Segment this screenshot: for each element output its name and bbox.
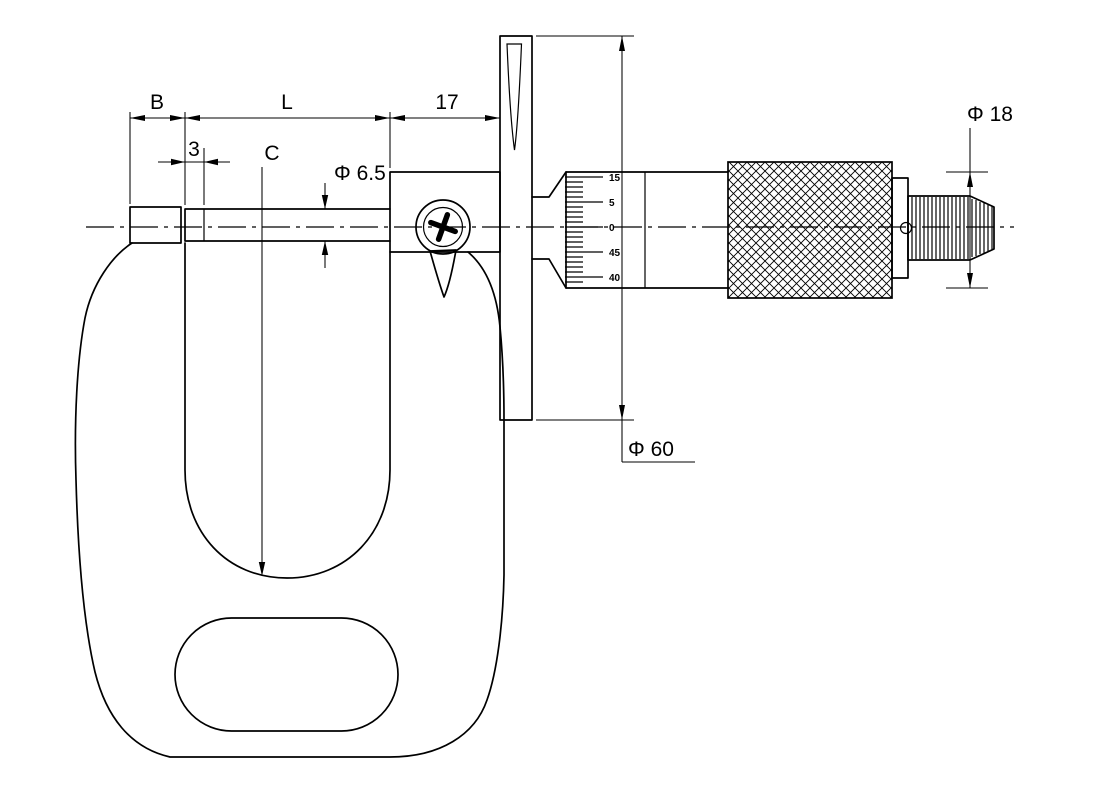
dim-label-C: C [264, 142, 279, 165]
dim-label-17: 17 [435, 91, 458, 114]
frame-throat-contour [184, 242, 391, 579]
scale-value-15: 15 [609, 173, 621, 184]
lock-lever-arm [429, 249, 457, 298]
sleeve-hub [531, 171, 567, 289]
flange-slot [506, 43, 523, 151]
dimension-3: 3 [158, 138, 230, 205]
dimension-dia-60: Φ 60 [536, 35, 695, 463]
knurled-grip [727, 161, 893, 299]
anvil-and-spindle [129, 206, 391, 244]
dimension-B: B [129, 91, 186, 205]
ratchet-screw [899, 221, 913, 235]
thimble-scale-minor-ticks [565, 181, 583, 283]
dim-label-dia-18: Φ 18 [967, 103, 1013, 126]
anvil [129, 206, 182, 244]
arrowhead [321, 195, 329, 209]
flange-plate [499, 35, 533, 421]
dim-label-dia-6-5: Φ 6.5 [334, 162, 386, 185]
dimension-L: L [185, 91, 391, 168]
spindle [184, 208, 391, 242]
dim-label-B: B [150, 91, 164, 114]
arrowhead [258, 562, 266, 576]
dimension-dia-18: Φ 18 [946, 103, 1013, 289]
frame-outer-contour [74, 242, 505, 758]
scale-value-0: 0 [609, 223, 615, 234]
ratchet-striations [911, 197, 993, 259]
thimble-body [565, 171, 729, 289]
arrowhead [321, 241, 329, 255]
dimension-17: 17 [390, 91, 500, 121]
dimension-dia-6-5: Φ 6.5 [321, 162, 386, 268]
scale-value-45: 45 [609, 248, 621, 259]
frame [74, 242, 505, 758]
frame-hand-hole [174, 617, 399, 732]
dimension-C: C [258, 142, 280, 576]
dim-label-3: 3 [188, 138, 200, 161]
dim-label-dia-60: Φ 60 [628, 438, 674, 461]
flange-disc [499, 35, 533, 421]
scale-value-40: 40 [609, 273, 621, 284]
sleeve-and-thimble: 15 5 0 45 40 [531, 171, 729, 289]
scale-value-5: 5 [609, 198, 615, 209]
arrowhead [204, 158, 218, 166]
thimble-scale-labels: 15 5 0 45 40 [609, 173, 621, 284]
dim-label-L: L [281, 91, 293, 114]
arrowhead [171, 158, 185, 166]
